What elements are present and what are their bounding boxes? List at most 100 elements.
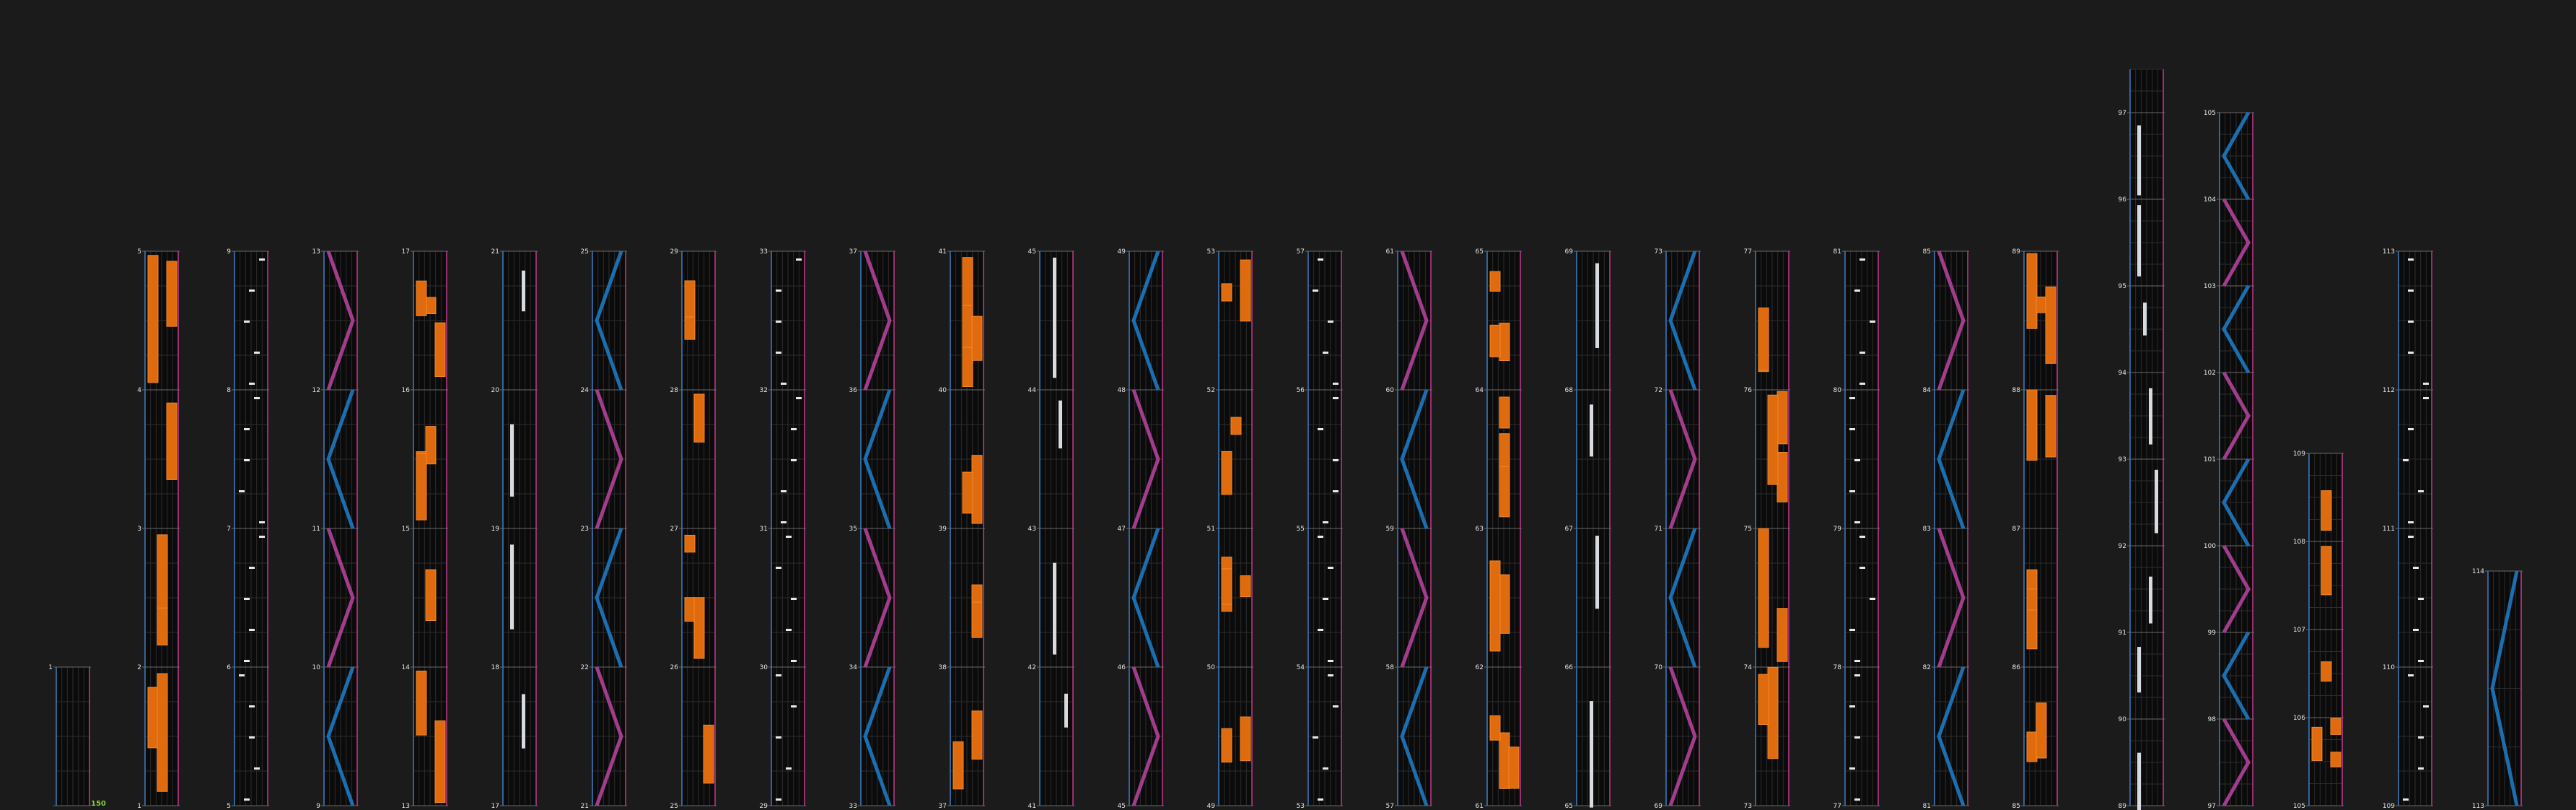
tap-note: [781, 521, 787, 523]
slide-note: [595, 251, 623, 391]
hold-note: [416, 453, 427, 521]
hold-bar: [2137, 647, 2141, 693]
tap-note: [776, 798, 781, 801]
hold-note: [971, 315, 983, 361]
measure-number: 81: [1834, 248, 1841, 256]
measure-number: 50: [1207, 664, 1216, 671]
measure-number: 42: [1028, 664, 1036, 671]
tap-note: [1854, 521, 1860, 523]
bpm-label: 150: [91, 800, 106, 808]
measure-number: 78: [1834, 664, 1842, 671]
tap-note: [1333, 397, 1339, 399]
tap-note: [2418, 490, 2424, 492]
hold-note: [2026, 588, 2038, 611]
measure-number: 57: [1297, 248, 1305, 256]
tap-note: [2423, 397, 2429, 399]
measure-number: 9: [316, 803, 320, 810]
chart-column: 1: [48, 664, 91, 806]
slide-note: [1400, 389, 1429, 529]
tap-note: [776, 352, 781, 354]
measure-number: 11: [312, 526, 320, 533]
tap-note: [244, 798, 250, 801]
hold-note: [1240, 716, 1251, 762]
tap-note: [244, 428, 250, 430]
slide-note: [1400, 251, 1429, 391]
hold-note: [147, 687, 159, 749]
measure-number: 61: [1386, 248, 1394, 256]
measure-number: 21: [491, 248, 499, 256]
hold-note: [1758, 674, 1769, 726]
measure-number: 36: [849, 387, 858, 394]
measure-number: 15: [402, 526, 410, 533]
measure-number: 27: [670, 526, 678, 533]
hold-note: [703, 724, 714, 784]
tap-note: [239, 674, 245, 676]
slide-note: [1131, 251, 1160, 391]
slide-note: [863, 666, 892, 806]
tap-note: [254, 767, 260, 770]
tap-note: [1328, 660, 1333, 662]
measure-number: 98: [2208, 716, 2217, 723]
measure-number: 1: [48, 664, 53, 671]
measure-number: 89: [2119, 803, 2127, 810]
tap-note: [1854, 674, 1860, 676]
hold-note: [434, 322, 446, 378]
hold-bar: [2143, 302, 2147, 336]
measure-number: 25: [581, 248, 589, 256]
measure-number: 53: [1297, 803, 1305, 810]
measure-number: 1: [137, 803, 141, 810]
measure-number: 48: [1118, 387, 1126, 394]
hold-note: [2036, 296, 2047, 313]
hold-note: [1221, 450, 1232, 495]
measure-number: 14: [402, 664, 411, 671]
hold-note: [2330, 752, 2341, 767]
hold-bar: [2137, 205, 2141, 276]
hold-bar: [510, 544, 514, 630]
tap-note: [2408, 536, 2414, 538]
measure-number: 72: [1655, 387, 1662, 394]
hold-note: [1777, 608, 1788, 662]
hold-bar: [2149, 388, 2152, 445]
hold-note: [157, 673, 168, 792]
tap-note: [2408, 674, 2414, 676]
hold-bar: [510, 424, 514, 497]
slide-note: [1668, 666, 1697, 806]
measure-number: 38: [939, 664, 947, 671]
measure-number: 20: [491, 387, 500, 394]
slide-note: [2222, 198, 2251, 287]
measure-number: 69: [1565, 248, 1574, 256]
measure-number: 9: [227, 248, 231, 256]
hold-note: [684, 280, 696, 318]
measure-number: 47: [1118, 526, 1126, 533]
tap-note: [249, 383, 255, 385]
tap-note: [1859, 258, 1865, 261]
measure-number: 81: [1923, 803, 1931, 810]
tap-note: [2423, 705, 2429, 707]
tap-note: [1333, 490, 1339, 492]
tap-note: [2413, 629, 2419, 631]
tap-note: [1870, 321, 1875, 323]
tap-note: [1854, 289, 1860, 292]
hold-bar: [1595, 536, 1599, 609]
measure-number: 100: [2204, 543, 2216, 550]
hold-bar: [2137, 752, 2141, 810]
tap-note: [1859, 567, 1865, 569]
measure-number: 87: [2012, 526, 2020, 533]
hold-note: [693, 597, 705, 659]
measure-number: 80: [1834, 387, 1842, 394]
measure-number: 73: [1744, 803, 1752, 810]
measure-number: 3: [137, 526, 141, 533]
hold-note: [693, 393, 705, 443]
hold-note: [147, 255, 159, 383]
measure-number: 92: [2119, 543, 2126, 550]
